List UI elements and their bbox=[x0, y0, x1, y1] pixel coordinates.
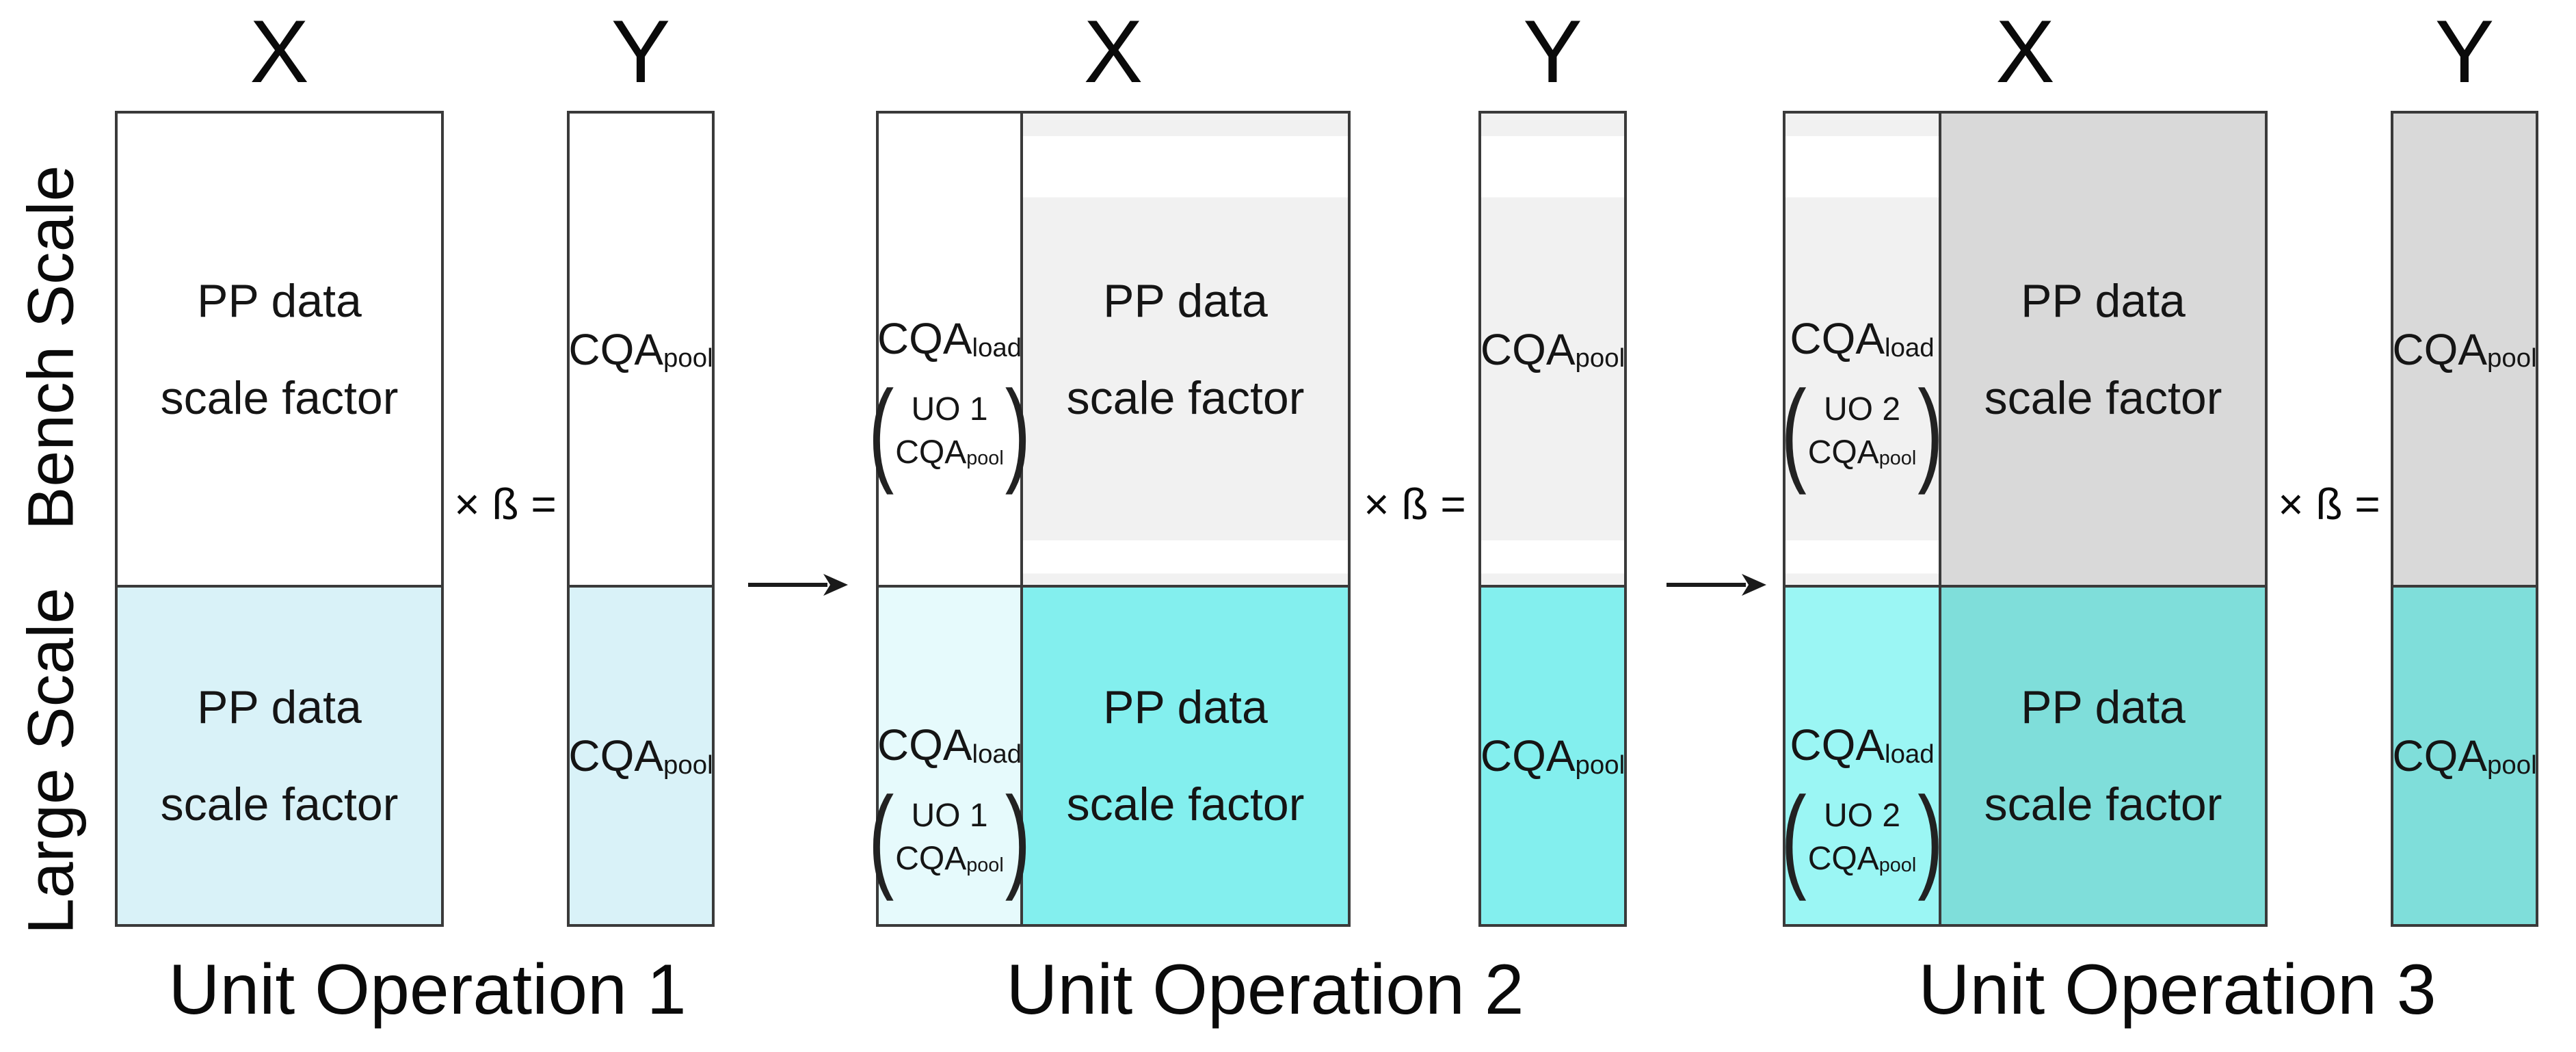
uo3-x-matrix: CQAload ( UO 2 CQApool ) CQAload ( bbox=[1781, 111, 2268, 927]
row-label-large-scale: Large Scale bbox=[14, 587, 88, 934]
uo1-x-bench-pp-line1: PP data bbox=[197, 274, 362, 327]
uo2-large-paren-group: ( UO 1 CQApool ) bbox=[868, 780, 1031, 895]
uo1-title: Unit Operation 1 bbox=[168, 950, 687, 1029]
arrow-uo2-to-uo3 bbox=[1667, 574, 1766, 596]
uo3-x-load-bench-cell: CQAload ( UO 2 CQApool ) bbox=[1781, 114, 1943, 585]
uo3-x-load-large-cell: CQAload ( UO 2 CQApool ) bbox=[1781, 585, 1943, 924]
uo1-y-bench-cell: CQApool bbox=[568, 114, 713, 585]
uo2-x-bench-pp-line1: PP data bbox=[1103, 274, 1268, 327]
uo2-x-load-large-cell: CQAload ( UO 1 CQApool ) bbox=[868, 585, 1031, 924]
uo3-bench-paren-group: ( UO 2 CQApool ) bbox=[1781, 373, 1943, 488]
uo2-y-matrix: CQApool CQApool bbox=[1478, 111, 1627, 927]
paren-close: ) bbox=[1917, 773, 1943, 902]
uo2-x-pp-bench-cell: PP data scale factor bbox=[1023, 114, 1348, 585]
uo3-bench-cqa-load: CQAload bbox=[1790, 313, 1935, 363]
uo1-x-header: X bbox=[250, 1, 309, 101]
uo2-large-uo-ref: UO 1 bbox=[911, 798, 988, 834]
uo2-bench-paren-cqa-pool: CQApool bbox=[895, 434, 1004, 471]
uo2-y-large-cqa-pool: CQApool bbox=[1480, 731, 1625, 780]
paren-open: ( bbox=[1781, 773, 1807, 902]
uo1-y-matrix: CQApool CQApool bbox=[567, 111, 715, 927]
uo3-x-load-column: CQAload ( UO 2 CQApool ) CQAload ( bbox=[1781, 114, 1943, 924]
uo3-times-beta: × ß = bbox=[2278, 479, 2380, 529]
uo3-x-large-pp-line2: scale factor bbox=[1984, 778, 2222, 830]
uo2-large-paren-cqa-pool: CQApool bbox=[895, 841, 1004, 877]
uo3-large-paren-group: ( UO 2 CQApool ) bbox=[1781, 780, 1943, 895]
uo1-times-beta: × ß = bbox=[454, 479, 557, 529]
paren-close: ) bbox=[1005, 367, 1031, 495]
uo1-x-bench-pp-line2: scale factor bbox=[160, 371, 399, 424]
uo3-y-large-cqa-pool: CQApool bbox=[2392, 731, 2537, 780]
uo3-title: Unit Operation 3 bbox=[1918, 950, 2436, 1029]
uo1-y-large-cqa-pool: CQApool bbox=[568, 731, 713, 780]
uo3-bench-paren-cqa-pool: CQApool bbox=[1807, 434, 1917, 471]
uo3-x-bench-pp-line1: PP data bbox=[2021, 274, 2186, 327]
uo2-y-large-cell: CQApool bbox=[1480, 585, 1625, 924]
arrow-uo1-to-uo2 bbox=[748, 574, 848, 596]
uo2-x-header: X bbox=[1083, 1, 1143, 101]
uo2-y-header: Y bbox=[1523, 1, 1582, 101]
uo2-bench-paren-group: ( UO 1 CQApool ) bbox=[868, 373, 1031, 488]
paren-close: ) bbox=[1005, 773, 1031, 902]
uo3-large-paren-cqa-pool: CQApool bbox=[1807, 841, 1917, 877]
uo1-y-bench-cqa-pool: CQApool bbox=[568, 324, 713, 374]
uo3-bench-uo-ref: UO 2 bbox=[1823, 391, 1901, 428]
uo1-x-large-cell: PP data scale factor bbox=[118, 585, 441, 924]
uo3-x-header: X bbox=[1995, 1, 2055, 101]
uo1-x-large-pp-line2: scale factor bbox=[160, 778, 399, 830]
uo3-x-pp-bench-cell: PP data scale factor bbox=[1941, 114, 2265, 585]
uo2-x-large-pp-line1: PP data bbox=[1103, 681, 1268, 733]
uo3-x-pp-large-cell: PP data scale factor bbox=[1941, 585, 2265, 924]
uo3-x-large-pp-line1: PP data bbox=[2021, 681, 2186, 733]
uo3-y-large-cell: CQApool bbox=[2392, 585, 2537, 924]
uo1-x-large-pp-line1: PP data bbox=[197, 681, 362, 733]
uo2-bench-cqa-load: CQAload bbox=[877, 313, 1022, 363]
uo1-x-matrix: PP data scale factor PP data scale facto… bbox=[115, 111, 444, 927]
uo3-large-uo-ref: UO 2 bbox=[1823, 798, 1901, 834]
uo2-x-load-column: CQAload ( UO 1 CQApool ) CQAload ( bbox=[868, 114, 1031, 924]
uo2-y-column: CQApool CQApool bbox=[1480, 114, 1625, 924]
uo1-y-header: Y bbox=[611, 1, 671, 101]
paren-open: ( bbox=[1781, 367, 1807, 495]
uo1-x-column: PP data scale factor PP data scale facto… bbox=[118, 114, 441, 924]
uo3-y-matrix: CQApool CQApool bbox=[2391, 111, 2538, 927]
uo1-x-bench-cell: PP data scale factor bbox=[118, 114, 441, 585]
uo2-x-pp-column: PP data scale factor PP data scale facto… bbox=[1023, 114, 1348, 924]
uo1-y-column: CQApool CQApool bbox=[568, 114, 713, 924]
uo2-bench-uo-ref: UO 1 bbox=[911, 391, 988, 428]
uo3-y-column: CQApool CQApool bbox=[2392, 114, 2537, 924]
uo3-x-bench-pp-line2: scale factor bbox=[1984, 371, 2222, 424]
uo2-y-bench-cqa-pool: CQApool bbox=[1480, 324, 1625, 374]
row-label-bench-scale: Bench Scale bbox=[14, 165, 88, 531]
uo3-y-bench-cell: CQApool bbox=[2392, 114, 2537, 585]
paren-close: ) bbox=[1917, 367, 1943, 495]
uo2-large-cqa-load: CQAload bbox=[877, 720, 1022, 770]
uo3-y-header: Y bbox=[2434, 1, 2495, 101]
uo2-title: Unit Operation 2 bbox=[1006, 950, 1524, 1029]
uo2-times-beta: × ß = bbox=[1364, 479, 1466, 529]
uo2-x-load-bench-cell: CQAload ( UO 1 CQApool ) bbox=[868, 114, 1031, 585]
uo2-y-bench-cell: CQApool bbox=[1480, 114, 1625, 585]
uo3-y-bench-cqa-pool: CQApool bbox=[2392, 324, 2537, 374]
uo3-large-cqa-load: CQAload bbox=[1790, 720, 1935, 770]
uo2-x-pp-large-cell: PP data scale factor bbox=[1023, 585, 1348, 924]
paren-open: ( bbox=[868, 773, 894, 902]
uo3-x-pp-column: PP data scale factor PP data scale facto… bbox=[1941, 114, 2265, 924]
uo2-x-bench-pp-line2: scale factor bbox=[1066, 371, 1305, 424]
uo2-x-matrix: CQAload ( UO 1 CQApool ) CQAload ( bbox=[868, 111, 1351, 927]
uo2-x-large-pp-line2: scale factor bbox=[1066, 778, 1305, 830]
uo1-y-large-cell: CQApool bbox=[568, 585, 713, 924]
paren-open: ( bbox=[868, 367, 894, 495]
